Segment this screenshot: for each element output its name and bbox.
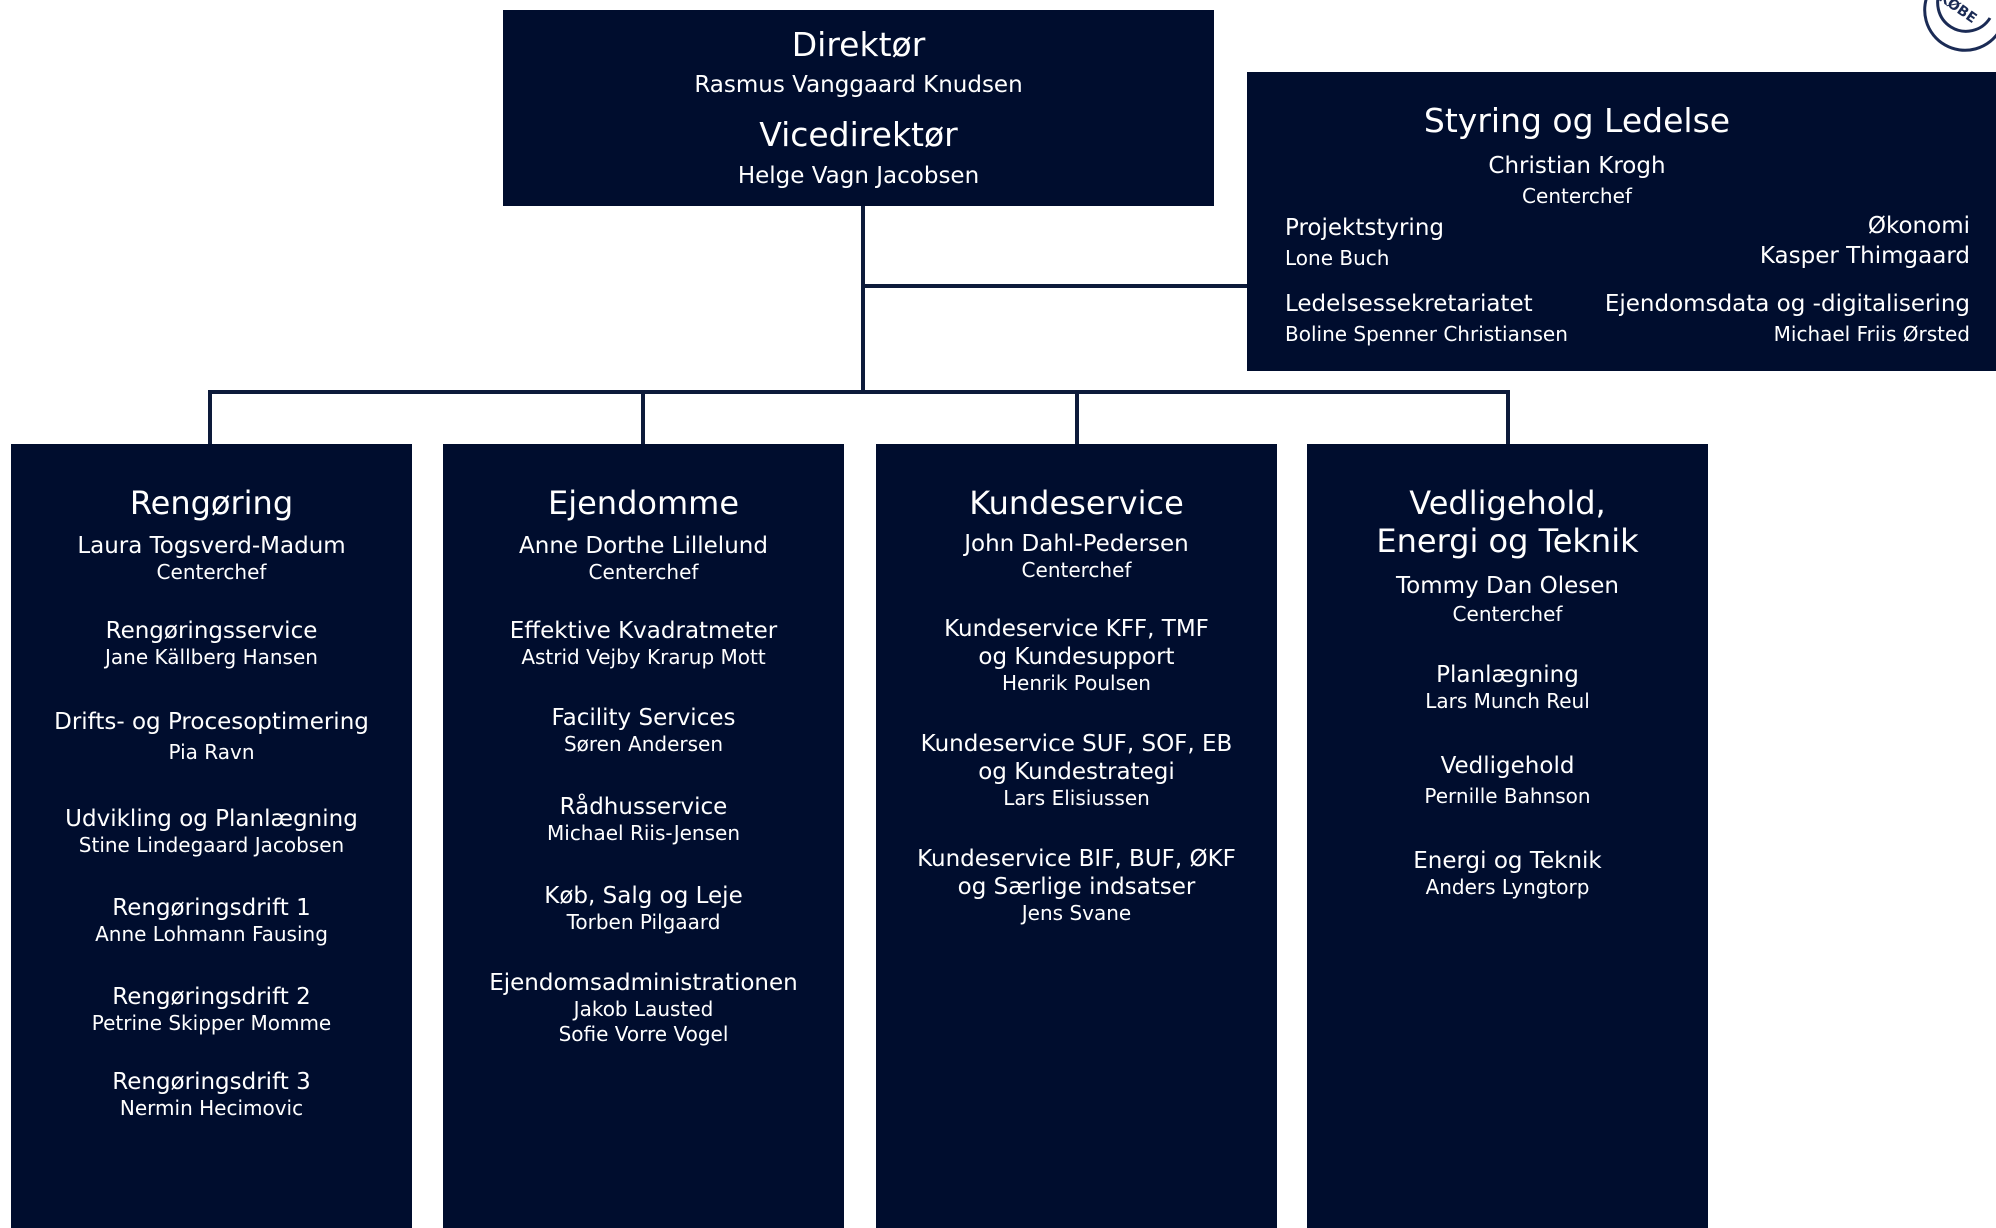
- unit-person: Pia Ravn: [168, 740, 255, 764]
- unit-person: Henrik Poulsen: [1002, 671, 1151, 695]
- unit-person: Anne Lohmann Fausing: [95, 922, 328, 946]
- unit-name: Kundeservice SUF, SOF, EB: [920, 731, 1233, 757]
- styring-title: Styring og Ledelse: [1423, 101, 1731, 140]
- vice-director-title: Vicedirektør: [759, 115, 958, 154]
- unit-person: Søren Andersen: [563, 732, 724, 756]
- connector-director-vertical: [861, 206, 865, 392]
- unit-person: Pernille Bahnson: [1424, 784, 1591, 808]
- unit-name: Rengøringsservice: [105, 618, 318, 644]
- unit-name: Køb, Salg og Leje: [544, 883, 743, 909]
- unit-name: Rengøringsdrift 1: [112, 895, 311, 921]
- department-title: Rengøring: [129, 484, 294, 522]
- styring-og-ledelse-box: Styring og Ledelse Christian Krogh Cente…: [1247, 72, 1996, 371]
- styring-head-role: Centerchef: [1522, 184, 1632, 208]
- unit-name: Ejendomsadministrationen: [489, 970, 798, 996]
- department-head-role: Centerchef: [156, 560, 267, 584]
- unit-name: Rengøringsdrift 3: [112, 1069, 311, 1095]
- styring-unit-person: Michael Friis Ørsted: [1773, 322, 1970, 346]
- styring-unit-person: Lone Buch: [1285, 246, 1390, 270]
- unit-person: Lars Elisiussen: [1003, 786, 1150, 810]
- department-box-rengoering: Rengøring Laura Togsverd-Madum Centerche…: [11, 444, 412, 1228]
- styring-unit-name: Ejendomsdata og -digitalisering: [1604, 291, 1970, 317]
- connector-ejendomme: [641, 390, 645, 444]
- department-box-ejendomme: Ejendomme Anne Dorthe Lillelund Centerch…: [443, 444, 844, 1228]
- connector-styring-horizontal: [861, 284, 1247, 288]
- department-title: Ejendomme: [548, 484, 739, 522]
- svg-text:KØBE: KØBE: [1935, 0, 1979, 27]
- unit-person: Jane Källberg Hansen: [105, 645, 318, 669]
- department-head-name: Laura Togsverd-Madum: [77, 533, 346, 559]
- department-head-name: Anne Dorthe Lillelund: [519, 533, 768, 559]
- unit-name: Drifts- og Procesoptimering: [54, 709, 369, 735]
- department-head-role: Centerchef: [1452, 602, 1563, 626]
- unit-person: Nermin Hecimovic: [119, 1096, 304, 1120]
- unit-name: Rådhusservice: [559, 794, 728, 820]
- connector-rengoering: [208, 390, 212, 444]
- unit-person: Lars Munch Reul: [1425, 689, 1590, 713]
- styring-head-name: Christian Krogh: [1488, 153, 1666, 179]
- styring-unit-person: Boline Spenner Christiansen: [1285, 322, 1568, 346]
- department-box-kundeservice: Kundeservice John Dahl-Pedersen Centerch…: [876, 444, 1277, 1228]
- connector-kundeservice: [1075, 390, 1079, 444]
- unit-person: Petrine Skipper Momme: [91, 1011, 332, 1035]
- styring-unit-person: Kasper Thimgaard: [1759, 243, 1970, 269]
- unit-name: Kundeservice BIF, BUF, ØKF: [917, 846, 1236, 872]
- styring-unit-name: Projektstyring: [1285, 215, 1445, 241]
- department-head-role: Centerchef: [1021, 558, 1132, 582]
- department-box-vedligehold: Vedligehold, Energi og Teknik Tommy Dan …: [1307, 444, 1708, 1228]
- unit-name: Effektive Kvadratmeter: [509, 618, 778, 644]
- department-head-name: Tommy Dan Olesen: [1396, 573, 1619, 599]
- vice-director-name: Helge Vagn Jacobsen: [737, 163, 980, 189]
- department-title: Kundeservice: [969, 484, 1184, 522]
- department-head-name: John Dahl-Pedersen: [964, 531, 1189, 557]
- unit-person: Jakob Lausted: [573, 997, 714, 1021]
- unit-name: Energi og Teknik: [1413, 848, 1602, 874]
- koebenhavns-kommune-logo: KØBE: [1923, 0, 1996, 52]
- connector-vedligehold: [1506, 390, 1510, 444]
- department-title-line2: Energi og Teknik: [1376, 522, 1639, 560]
- unit-name-line2: og Særlige indsatser: [957, 874, 1196, 900]
- unit-person: Sofie Vorre Vogel: [558, 1022, 729, 1046]
- unit-name-line2: og Kundestrategi: [978, 759, 1175, 785]
- unit-name: Vedligehold: [1440, 753, 1575, 779]
- unit-person: Astrid Vejby Krarup Mott: [521, 645, 766, 669]
- unit-name-line2: og Kundesupport: [978, 644, 1175, 670]
- director-title: Direktør: [791, 25, 926, 64]
- unit-name: Kundeservice KFF, TMF: [944, 616, 1209, 642]
- styring-unit-name: Ledelsessekretariatet: [1285, 291, 1533, 317]
- department-head-role: Centerchef: [588, 560, 699, 584]
- connector-departments-horizontal: [208, 390, 1510, 394]
- unit-name: Udvikling og Planlægning: [65, 806, 358, 832]
- department-title: Vedligehold,: [1409, 484, 1606, 522]
- unit-person: Jens Svane: [1021, 901, 1132, 925]
- unit-name: Planlægning: [1436, 662, 1579, 688]
- unit-person: Anders Lyngtorp: [1425, 875, 1590, 899]
- director-box: Direktør Rasmus Vanggaard Knudsen Vicedi…: [503, 10, 1214, 206]
- unit-person: Torben Pilgaard: [566, 910, 721, 934]
- unit-person: Michael Riis-Jensen: [547, 821, 740, 845]
- director-name: Rasmus Vanggaard Knudsen: [694, 72, 1023, 98]
- unit-name: Rengøringsdrift 2: [112, 984, 311, 1010]
- unit-name: Facility Services: [551, 705, 736, 731]
- styring-unit-name: Økonomi: [1867, 213, 1970, 239]
- unit-person: Stine Lindegaard Jacobsen: [78, 833, 345, 857]
